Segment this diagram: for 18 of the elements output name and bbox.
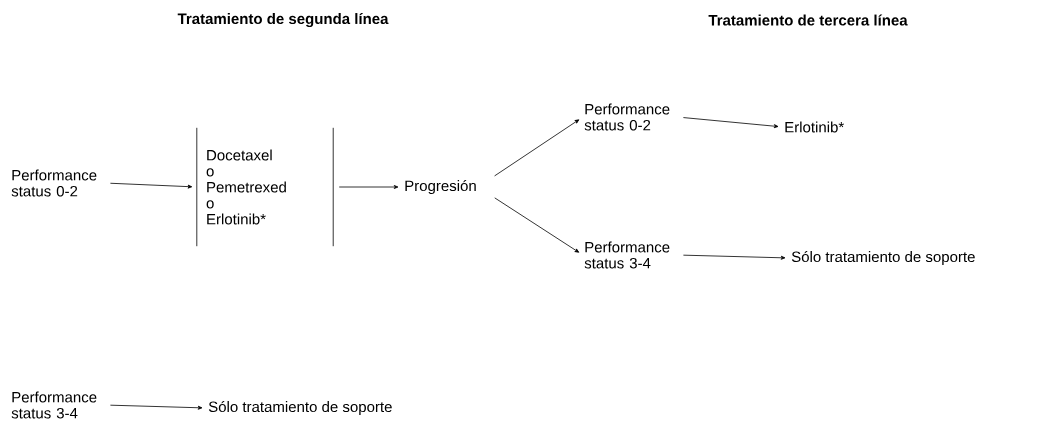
node-text: Performance status 0-2: [11, 169, 97, 197]
bracketed-box: Docetaxel o Pemetrexed o Erlotinib*: [196, 127, 334, 247]
node-text: Progresión: [405, 179, 476, 195]
arrow: [683, 254, 786, 260]
node-text: Performance status 0-2: [584, 103, 670, 131]
node-text: Performance status 3-4: [584, 241, 670, 269]
arrow: [494, 119, 580, 177]
node-text: Erlotinib*: [785, 121, 844, 133]
column-heading: Tratamiento de tercera línea: [708, 14, 908, 26]
node-text: Sólo tratamiento de soporte: [791, 250, 975, 266]
arrow: [110, 404, 203, 410]
arrow: [110, 182, 193, 189]
arrow: [494, 197, 580, 253]
node-text: Performance status 3-4: [11, 391, 97, 419]
arrow: [338, 185, 399, 189]
column-heading: Tratamiento de segunda línea: [177, 12, 389, 28]
arrow: [683, 117, 779, 129]
node-text: Sólo tratamiento de soporte: [208, 400, 392, 416]
